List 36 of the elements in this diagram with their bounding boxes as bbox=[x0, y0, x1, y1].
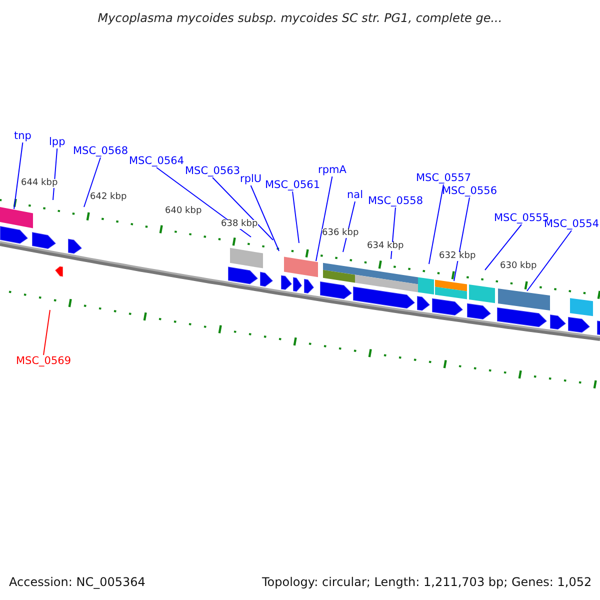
leader-line bbox=[484, 224, 522, 270]
scale-label: 642 kbp bbox=[90, 193, 127, 202]
gene-label: rpmA bbox=[318, 165, 346, 176]
leader-line bbox=[526, 230, 572, 292]
gene-label: MSC_0557 bbox=[416, 173, 472, 184]
gene-label: MSC_0564 bbox=[129, 156, 184, 166]
leader-line bbox=[428, 184, 444, 264]
leader-line bbox=[212, 177, 274, 240]
gene-label: MSC_0563 bbox=[185, 166, 240, 176]
gene-label: rplU bbox=[240, 174, 262, 184]
gene-label: MSC_0556 bbox=[442, 186, 498, 196]
leader-line bbox=[250, 185, 280, 252]
leader-line bbox=[14, 142, 24, 210]
scale-label: 634 kbp bbox=[367, 242, 404, 251]
gene-label: MSC_0558 bbox=[368, 196, 424, 206]
scale-label: 636 kbp bbox=[322, 229, 359, 238]
footer-text: Accession: NC_005364 bbox=[9, 576, 146, 588]
footer-text: Topology: circular; Length: 1,211,703 bp; Genes: 1,052 bbox=[262, 576, 592, 588]
scale-label: 638 kbp bbox=[221, 220, 258, 229]
leader-line bbox=[84, 157, 102, 208]
gene-label: lpp bbox=[49, 137, 66, 148]
leader-line bbox=[43, 310, 50, 356]
gene-label: nal bbox=[347, 190, 364, 200]
leader-line bbox=[292, 191, 300, 244]
gene-label: MSC_0569 bbox=[16, 356, 72, 366]
gene-label: tnp bbox=[14, 131, 32, 142]
scale-label: 632 kbp bbox=[439, 252, 476, 261]
gene-label: MSC_0568 bbox=[73, 146, 128, 156]
scale-label: 640 kbp bbox=[165, 207, 202, 216]
scale-label: 630 kbp bbox=[500, 262, 537, 271]
leader-line bbox=[454, 197, 470, 282]
scale-label: 644 kbp bbox=[21, 179, 58, 188]
title: Mycoplasma mycoides subsp. mycoides SC str. PG1, complete ge... bbox=[96, 12, 504, 24]
leader-line bbox=[156, 167, 252, 238]
leader-line bbox=[316, 176, 333, 262]
gene-label: MSC_0561 bbox=[265, 180, 320, 190]
